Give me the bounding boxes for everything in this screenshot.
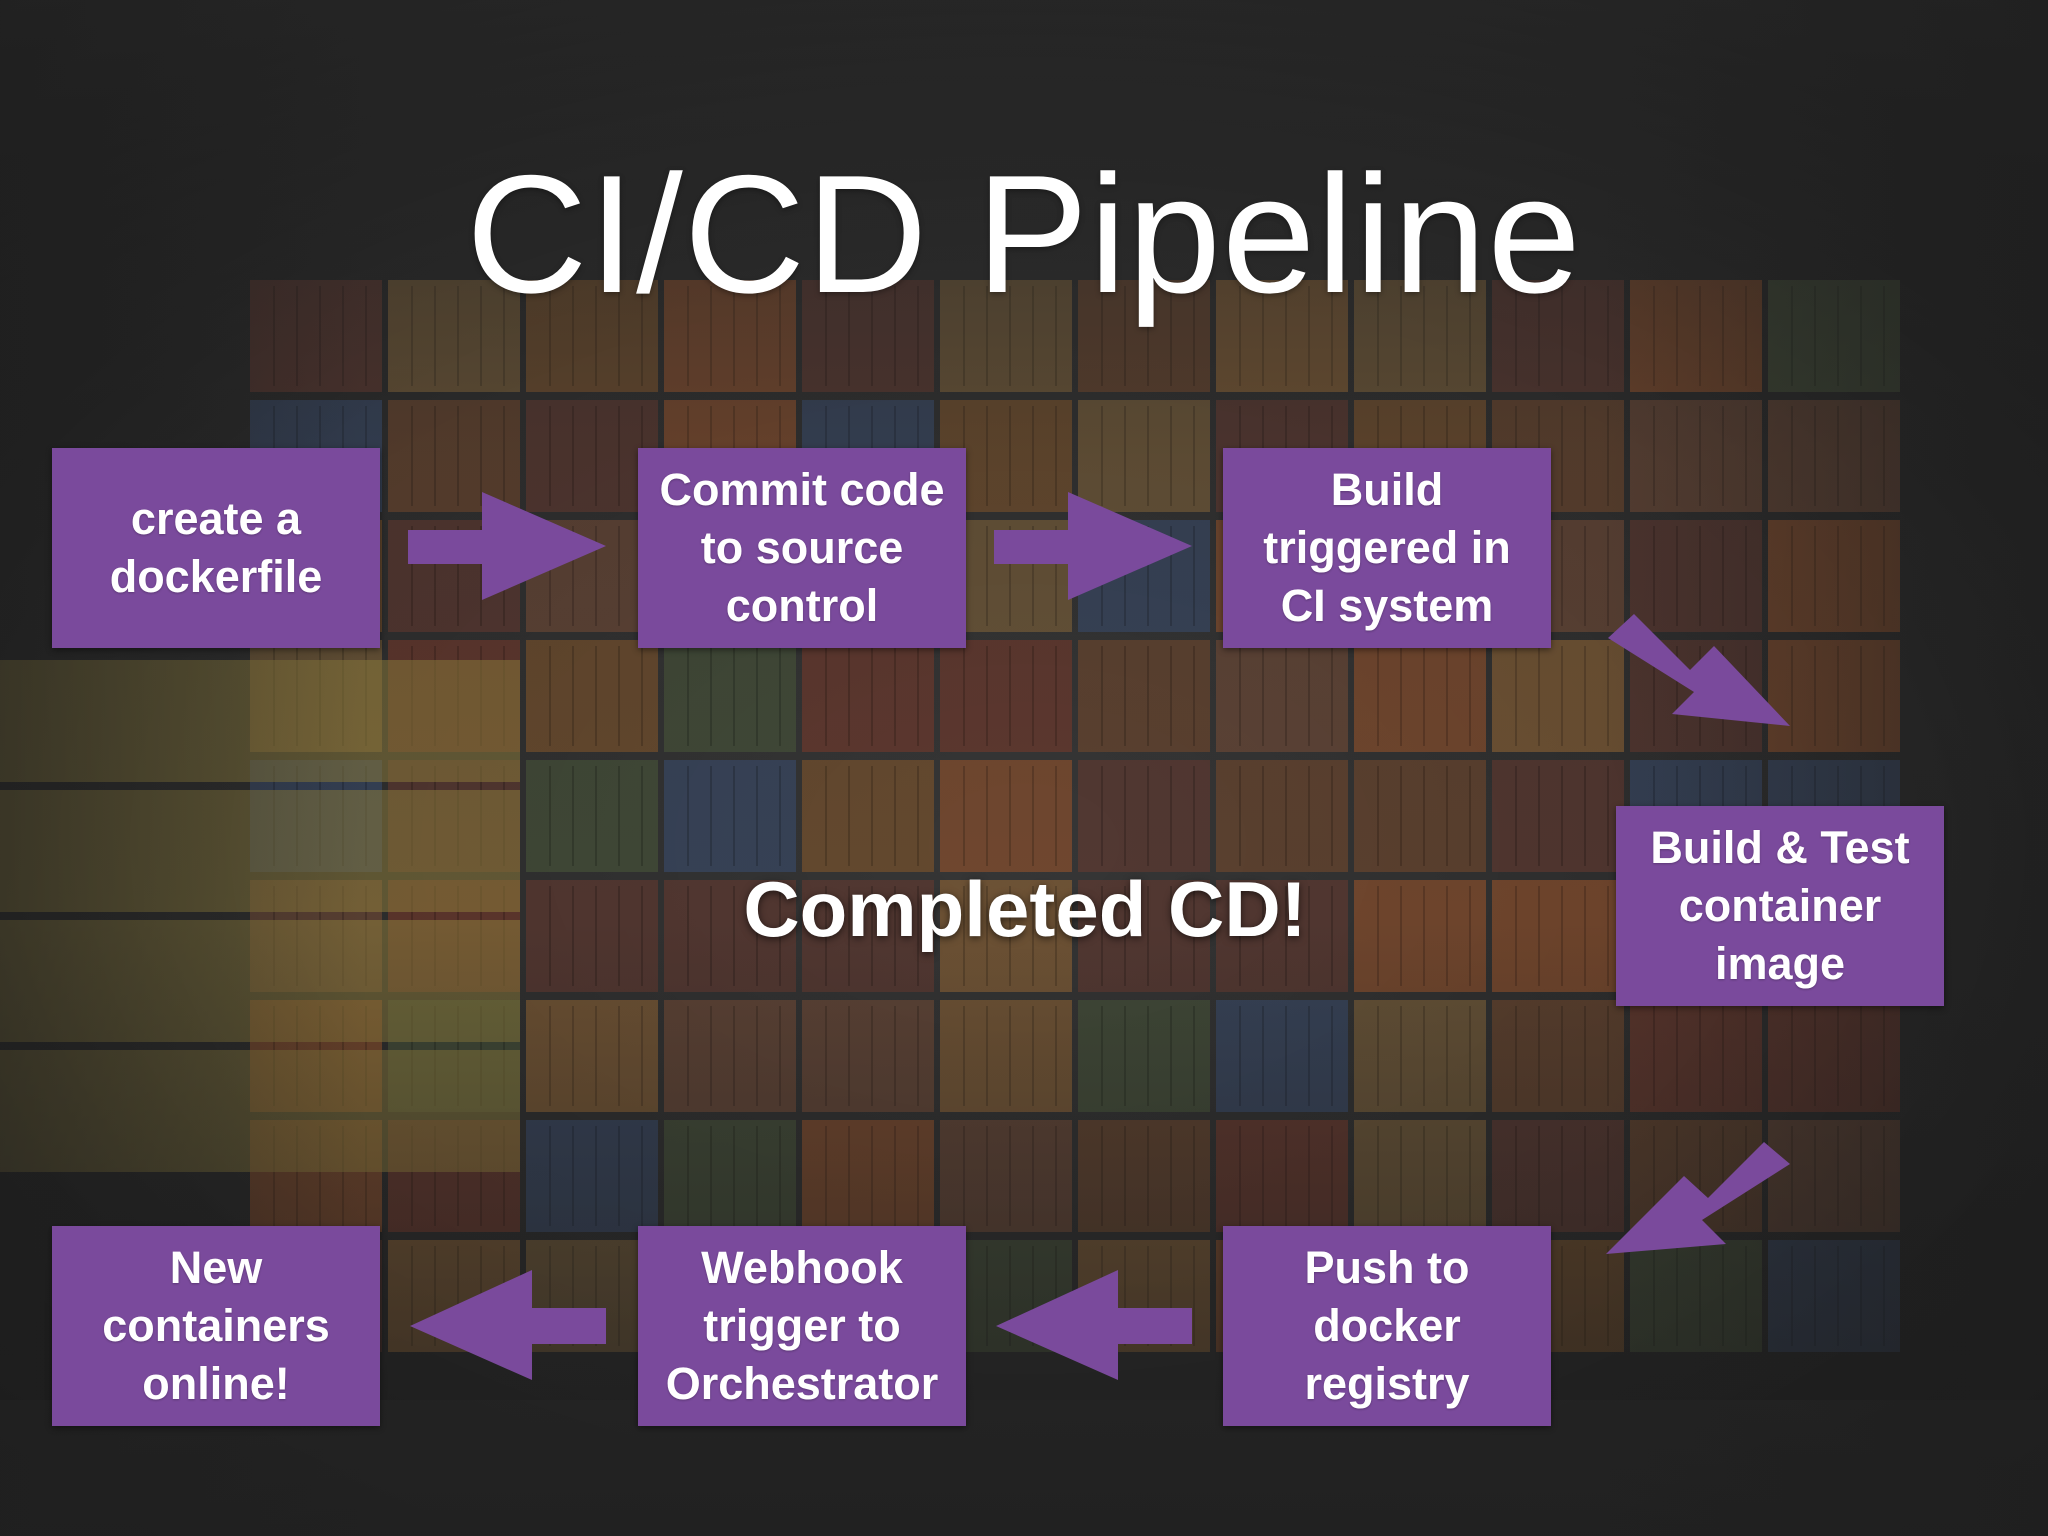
step-label: Push to docker registry <box>1304 1242 1470 1409</box>
step-push-registry: Push to docker registry <box>1223 1226 1551 1426</box>
step-commit-code: Commit code to source control <box>638 448 966 648</box>
step-label: Build & Test container image <box>1650 822 1910 989</box>
step-new-containers: New containers online! <box>52 1226 380 1426</box>
step-label: Webhook trigger to Orchestrator <box>665 1242 939 1409</box>
step-create-dockerfile: create a dockerfile <box>52 448 380 648</box>
step-label: Build triggered in CI system <box>1263 464 1511 631</box>
completed-cd-label: Completed CD! <box>743 865 1307 953</box>
step-build-test: Build & Test container image <box>1616 806 1944 1006</box>
slide-title: CI/CD Pipeline <box>466 140 1582 328</box>
step-label: New containers online! <box>102 1242 330 1409</box>
step-webhook-trigger: Webhook trigger to Orchestrator <box>638 1226 966 1426</box>
step-build-triggered: Build triggered in CI system <box>1223 448 1551 648</box>
step-label: create a dockerfile <box>109 493 323 602</box>
step-label: Commit code to source control <box>659 464 945 631</box>
